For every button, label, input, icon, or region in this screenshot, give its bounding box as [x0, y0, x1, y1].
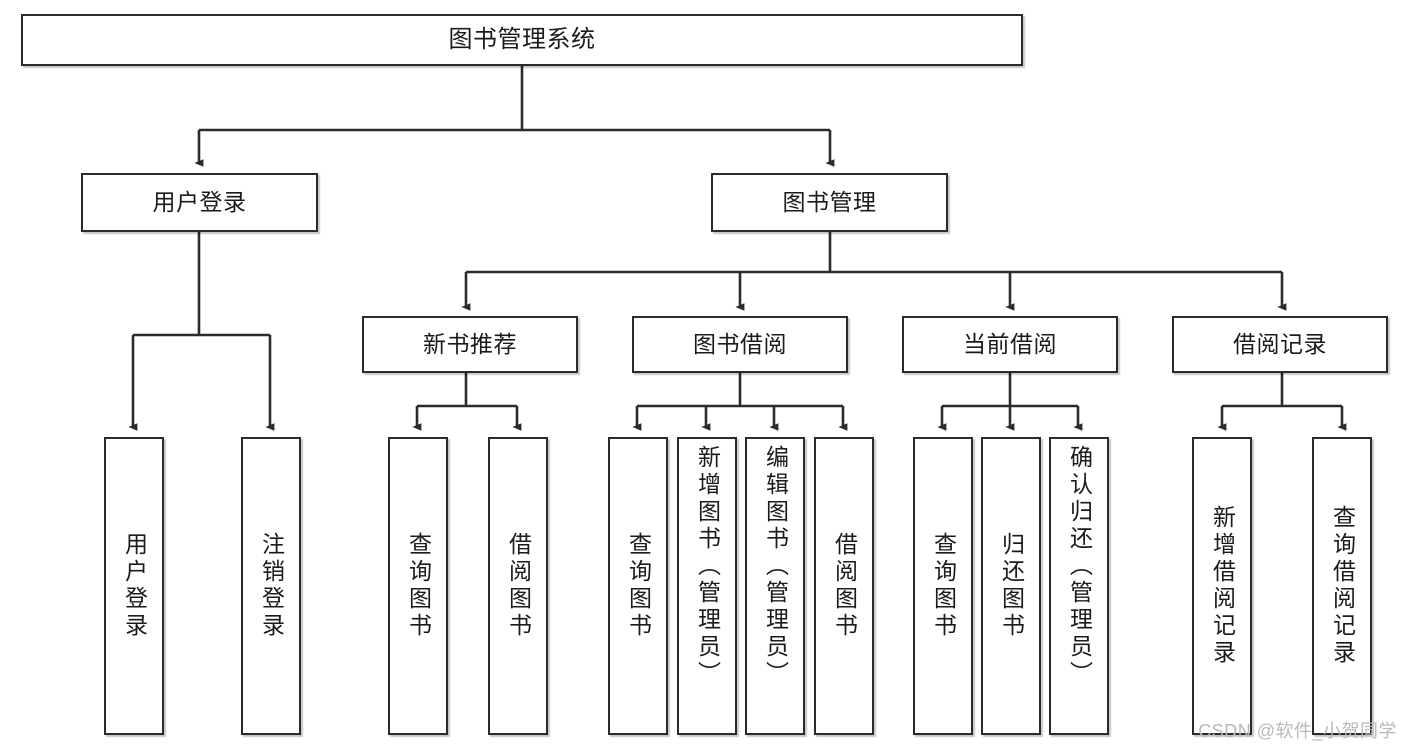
watermark-text: CSDN @软件_小贺同学 — [1198, 721, 1397, 741]
node-current-borrow[interactable]: 当前借阅 — [902, 316, 1118, 373]
node-label: 用户登录 — [121, 532, 148, 640]
node-label: 查询图书 — [625, 532, 652, 640]
node-label: 图书管理系统 — [448, 26, 596, 54]
node-label: 借阅图书 — [831, 532, 858, 640]
leaf-book-borrow-borrow-books[interactable]: 借阅图书 — [814, 437, 874, 735]
node-label: 归还图书 — [998, 532, 1025, 640]
node-root-book-management-system[interactable]: 图书管理系统 — [21, 14, 1023, 66]
leaf-borrow-record-add-record[interactable]: 新增借阅记录 — [1192, 437, 1252, 735]
leaf-current-borrow-query-books[interactable]: 查询图书 — [913, 437, 973, 735]
node-label: 图书借阅 — [693, 331, 787, 358]
node-label: 新增图书（管理员） — [694, 445, 721, 688]
node-new-book-recommendation[interactable]: 新书推荐 — [362, 316, 578, 373]
node-label: 当前借阅 — [963, 331, 1057, 358]
node-book-management[interactable]: 图书管理 — [711, 173, 948, 232]
leaf-user-login-logout[interactable]: 注销登录 — [241, 437, 301, 735]
leaf-book-borrow-edit-book-admin[interactable]: 编辑图书（管理员） — [745, 437, 805, 735]
node-label: 注销登录 — [258, 532, 285, 640]
node-label: 新增借阅记录 — [1209, 505, 1236, 667]
node-label: 查询图书 — [930, 532, 957, 640]
node-label: 查询图书 — [405, 532, 432, 640]
leaf-borrow-record-query-record[interactable]: 查询借阅记录 — [1312, 437, 1372, 735]
node-label: 新书推荐 — [423, 331, 517, 358]
node-book-borrow[interactable]: 图书借阅 — [632, 316, 848, 373]
leaf-book-borrow-query-books[interactable]: 查询图书 — [608, 437, 668, 735]
node-label: 确认归还（管理员） — [1066, 445, 1093, 688]
leaf-book-borrow-add-book-admin[interactable]: 新增图书（管理员） — [677, 437, 737, 735]
leaf-current-borrow-confirm-return-admin[interactable]: 确认归还（管理员） — [1049, 437, 1109, 735]
leaf-current-borrow-return-books[interactable]: 归还图书 — [981, 437, 1041, 735]
node-label: 用户登录 — [152, 189, 247, 216]
node-label: 查询借阅记录 — [1329, 505, 1356, 667]
leaf-new-book-query-books[interactable]: 查询图书 — [388, 437, 448, 735]
node-user-login[interactable]: 用户登录 — [81, 173, 318, 232]
node-label: 借阅记录 — [1233, 331, 1327, 358]
node-label: 编辑图书（管理员） — [762, 445, 789, 688]
leaf-new-book-borrow-books[interactable]: 借阅图书 — [488, 437, 548, 735]
node-label: 借阅图书 — [505, 532, 532, 640]
node-label: 图书管理 — [782, 189, 877, 216]
node-borrow-record[interactable]: 借阅记录 — [1172, 316, 1388, 373]
leaf-user-login-login[interactable]: 用户登录 — [104, 437, 164, 735]
